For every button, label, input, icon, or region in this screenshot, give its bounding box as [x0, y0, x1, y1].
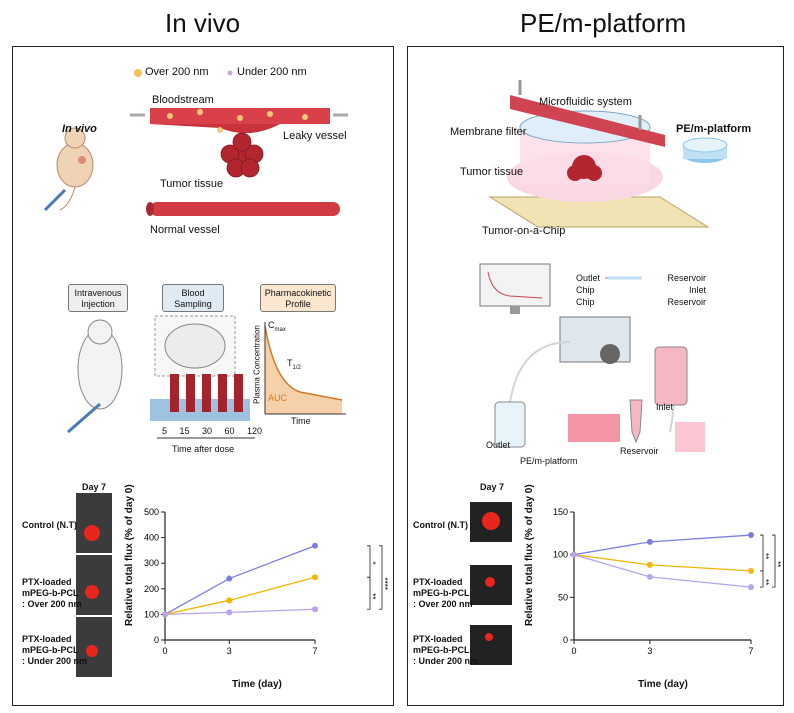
chart-left-xlabel: Time (day)	[232, 679, 282, 690]
sig-bracket	[367, 576, 371, 610]
leaky-vessel-label: Leaky vessel	[283, 130, 347, 142]
sig-label: *	[368, 562, 377, 565]
data-point	[226, 609, 233, 616]
chart-right-xlabel: Time (day)	[638, 679, 688, 690]
right-image-1	[470, 502, 512, 542]
data-point	[748, 532, 754, 539]
x-tick-label: 7	[312, 646, 317, 656]
in-vivo-label: In vivo	[62, 123, 97, 135]
left-image-3	[76, 617, 112, 677]
sig-label: **	[761, 579, 770, 585]
y-tick-label: 500	[144, 507, 159, 517]
left-group-control: Control (N.T)	[22, 520, 77, 530]
step-injection: Intravenous Injection	[68, 284, 128, 312]
sig-label: ****	[380, 578, 389, 590]
t-half-label: T1/2	[287, 358, 301, 371]
y-tick-label: 50	[558, 592, 568, 602]
sig-label: **	[773, 561, 782, 567]
x-tick-label: 7	[748, 646, 753, 656]
data-point	[646, 561, 653, 568]
right-tumor-label: Tumor tissue	[460, 166, 524, 178]
y-tick-label: 100	[553, 550, 568, 560]
chart-right-ylabel: Relative total flux (% of day 0)	[524, 484, 535, 626]
data-point	[312, 606, 318, 613]
microfluidic-label: Microfluidic system	[539, 96, 632, 108]
y-tick-label: 400	[144, 533, 159, 543]
data-point	[162, 611, 168, 618]
cmax-label: Cmax	[268, 320, 286, 333]
series-line-0	[573, 534, 752, 556]
right-group-control: Control (N.T)	[413, 520, 468, 530]
sig-bracket	[379, 545, 383, 610]
x-tick-label: 0	[162, 646, 167, 656]
left-image-2	[76, 555, 112, 615]
series-line-2	[573, 554, 752, 588]
auc-label: AUC	[268, 393, 288, 403]
data-point	[312, 542, 318, 549]
step-profile: Pharmacokinetic Profile	[260, 284, 336, 312]
right-title: PE/m-platform	[520, 8, 687, 38]
series-line-0	[164, 545, 316, 615]
x-tick-label: 3	[227, 646, 232, 656]
sig-bracket	[772, 534, 776, 588]
inlet-label: Inlet	[656, 402, 674, 412]
data-point	[646, 538, 653, 545]
left-image-1	[76, 493, 112, 553]
y-tick-label: 200	[144, 584, 159, 594]
data-point	[748, 567, 754, 574]
pk-ylabel: Plasma Concentration	[252, 325, 262, 404]
data-point	[646, 573, 653, 580]
outlet-label: Outlet	[486, 440, 511, 450]
sig-bracket	[760, 570, 764, 588]
pk-xlabel: Time	[291, 416, 311, 426]
data-point	[571, 551, 577, 558]
x-tick-label: 3	[647, 646, 652, 656]
y-tick-label: 0	[563, 635, 568, 645]
sig-label: **	[368, 593, 377, 599]
tumor-tissue-label: Tumor tissue	[160, 178, 224, 190]
data-point	[226, 575, 233, 582]
vessel-illustration	[43, 69, 348, 216]
y-tick-label: 100	[144, 609, 159, 619]
system-illustration	[479, 263, 705, 452]
y-tick-label: 0	[154, 635, 159, 645]
right-image-2	[470, 565, 512, 605]
reservoir-label: Reservoir	[620, 446, 659, 456]
day7-label-right: Day 7	[480, 482, 505, 492]
data-point	[312, 574, 318, 581]
pem-platform-label: PE/m-platform	[676, 123, 752, 135]
pk-illustration	[67, 315, 346, 439]
legend-large-label: Over 200 nm	[145, 66, 209, 78]
data-point	[226, 597, 233, 604]
data-point	[748, 584, 754, 591]
bloodstream-label: Bloodstream	[152, 94, 214, 106]
y-tick-label: 300	[144, 558, 159, 568]
right-image-3	[470, 625, 512, 665]
left-title: In vivo	[165, 8, 241, 38]
membrane-label: Membrane filter	[450, 126, 527, 138]
step-sampling: Blood Sampling	[162, 284, 224, 312]
series-line-1	[164, 576, 316, 616]
normal-vessel-label: Normal vessel	[150, 224, 220, 236]
legend-small-label: Under 200 nm	[237, 66, 307, 78]
sig-label: **	[761, 553, 770, 559]
pem-bottom-label: PE/m-platform	[520, 456, 578, 466]
tumor-on-chip-label: Tumor-on-a-Chip	[482, 225, 566, 237]
day7-label-left: Day 7	[82, 482, 107, 492]
x-tick-label: 0	[571, 646, 576, 656]
time-after-dose: Time after dose	[172, 444, 235, 454]
chip-illustration	[488, 80, 728, 228]
y-tick-label: 150	[553, 507, 568, 517]
chart-left-ylabel: Relative total flux (% of day 0)	[124, 484, 135, 626]
